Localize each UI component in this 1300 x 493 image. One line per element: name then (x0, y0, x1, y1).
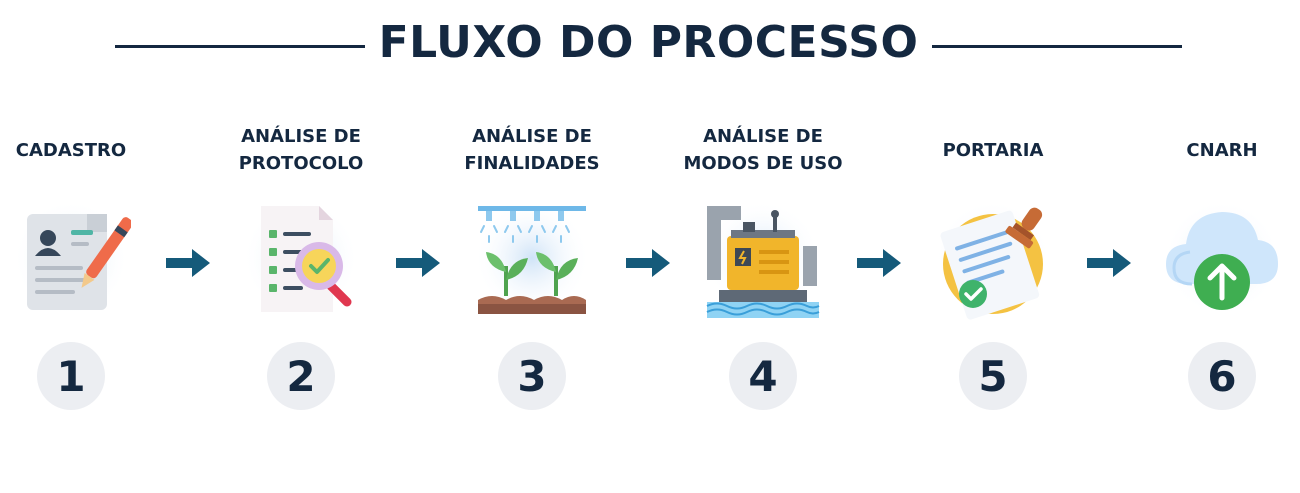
step-label: CADASTRO (15, 139, 127, 161)
title-rule-right (932, 45, 1182, 48)
step-number: 5 (959, 342, 1027, 410)
water-pump-generator-icon (703, 200, 823, 320)
page-title: FLUXO DO PROCESSO (378, 16, 919, 68)
step-3: ANÁLISE DE FINALIDADES (437, 118, 627, 418)
document-magnifier-check-icon (241, 200, 361, 320)
registration-form-pen-icon (11, 200, 131, 320)
step-5: PORTARIA (898, 118, 1088, 418)
arrow-right-icon (855, 248, 903, 278)
step-number: 2 (267, 342, 335, 410)
title-rule-left (115, 45, 365, 48)
step-label: ANÁLISE DE PROTOCOLO (238, 126, 364, 174)
step-6: CNARH 6 (1127, 118, 1300, 418)
irrigation-sprinkler-plants-icon (472, 200, 592, 320)
step-label: PORTARIA (942, 139, 1044, 161)
step-label: CNARH (1186, 139, 1258, 161)
step-1: CADASTRO 1 (0, 118, 166, 418)
arrow-right-icon (624, 248, 672, 278)
arrow-right-icon (1085, 248, 1133, 278)
arrow-right-icon (164, 248, 212, 278)
step-label: ANÁLISE DE MODOS DE USO (683, 126, 843, 174)
step-2: ANÁLISE DE PROTOCOLO 2 (206, 118, 396, 418)
step-number: 1 (37, 342, 105, 410)
step-number: 3 (498, 342, 566, 410)
header: FLUXO DO PROCESSO (0, 10, 1300, 74)
step-number: 4 (729, 342, 797, 410)
cloud-upload-icon (1162, 200, 1282, 320)
step-4: ANÁLISE DE MODOS DE USO (668, 118, 858, 418)
step-label: ANÁLISE DE FINALIDADES (464, 126, 600, 174)
arrow-right-icon (394, 248, 442, 278)
stamped-document-icon (933, 200, 1053, 320)
step-number: 6 (1188, 342, 1256, 410)
